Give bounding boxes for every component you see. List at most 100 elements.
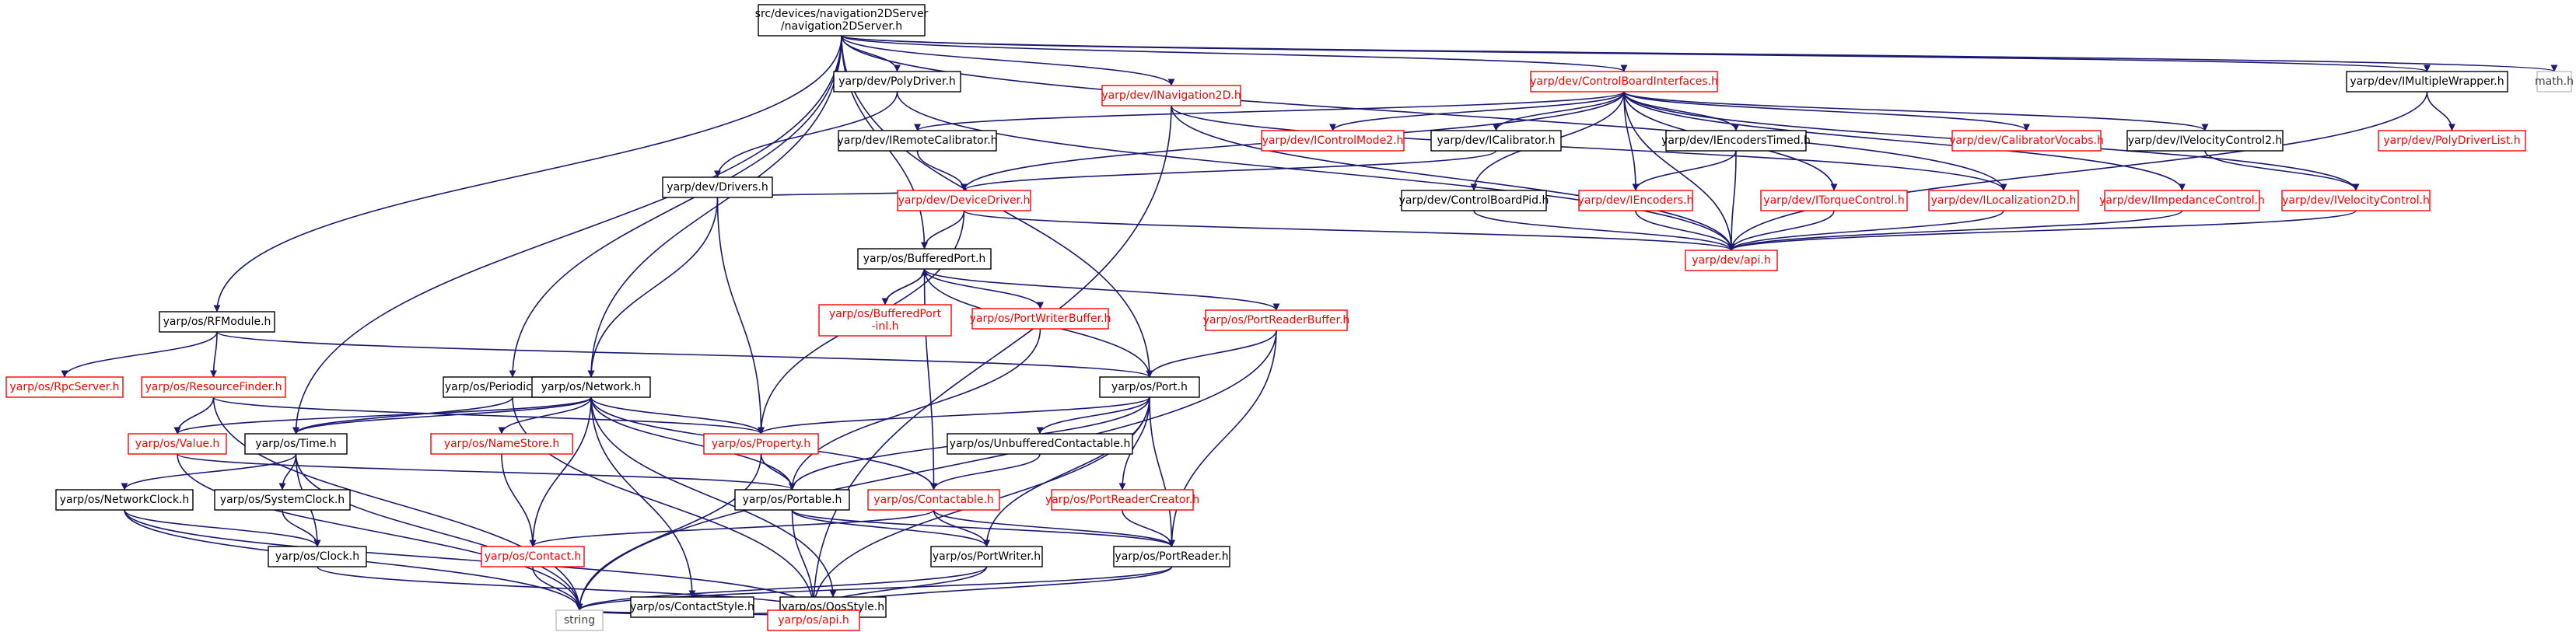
node-box [662,176,773,198]
edge-root-to-netw [587,35,842,378]
node-label: yarp/os/NetworkClock.h [60,494,190,506]
node-iremcal[interactable]: yarp/dev/IRemoteCalibrator.h [837,130,998,152]
edge-devdrv-to-devapi [963,210,1735,251]
node-bportinl[interactable]: yarp/os/BufferedPort-inl.h [818,304,952,337]
node-label: yarp/dev/CalibratorVocabs.h [1949,134,2104,147]
node-cstyle[interactable]: yarp/os/ContactStyle.h [630,596,754,618]
node-clock[interactable]: yarp/os/Clock.h [268,546,367,567]
node-ienct[interactable]: yarp/dev/IEncodersTimed.h [1661,130,1811,152]
node-label: yarp/os/PortReaderBuffer.h [1203,314,1350,326]
node-netclk[interactable]: yarp/os/NetworkClock.h [55,489,194,511]
node-label: yarp/os/NameStore.h [444,438,559,450]
node-contact[interactable]: yarp/os/Contact.h [481,546,585,567]
node-polydriver[interactable]: yarp/dev/PolyDriver.h [833,71,961,93]
node-icm2[interactable]: yarp/dev/IControlMode2.h [1261,130,1405,152]
node-rpcs[interactable]: yarp/os/RpcServer.h [5,376,124,398]
node-calvoc[interactable]: yarp/dev/CalibratorVocabs.h [1949,130,2104,152]
node-unbuf[interactable]: yarp/os/UnbufferedContactable.h [947,433,1133,455]
edge-time-to-netclk [121,453,297,491]
node-box [630,596,754,618]
node-label: yarp/dev/IVelocityControl.h [2282,194,2430,207]
node-box [1099,376,1200,398]
node-contable[interactable]: yarp/os/Contactable.h [867,489,1000,511]
node-label: yarp/os/Time.h [255,438,336,450]
edge-port-to-prc [1118,396,1150,491]
edge-imw-to-pdl [2426,91,2455,131]
node-mathh[interactable]: math.h [2535,71,2574,93]
edge-cbi-to-iremcal [914,91,1625,131]
node-netw[interactable]: yarp/os/Network.h [531,376,651,398]
edge-ical-to-devdrv [961,150,1497,191]
node-label: yarp/dev/IRemoteCalibrator.h [837,134,997,147]
node-ical[interactable]: yarp/dev/ICalibrator.h [1430,130,1562,152]
node-root[interactable]: src/devices/navigation2DServer/navigatio… [755,4,929,37]
node-sysclk[interactable]: yarp/os/SystemClock.h [214,489,351,511]
node-string[interactable]: string [555,609,604,631]
node-itc[interactable]: yarp/dev/ITorqueControl.h [1760,190,1908,211]
node-label: yarp/os/PortReaderCreator.h [1045,494,1199,506]
node-box [1113,546,1230,567]
node-label: yarp/dev/Drivers.h [667,181,768,194]
node-ivc2[interactable]: yarp/dev/IVelocityControl2.h [2126,130,2284,152]
node-box [244,433,348,455]
node-devdrv[interactable]: yarp/dev/DeviceDriver.h [897,190,1031,211]
edge-ienct-to-devapi [1727,150,1737,251]
edge-devdrv-to-bport [921,210,965,250]
node-label: yarp/os/Property.h [712,438,810,450]
edge-pwb-to-portable [789,328,1041,491]
node-cbpid[interactable]: yarp/dev/ControlBoardPid.h [1399,190,1549,211]
node-bport[interactable]: yarp/os/BufferedPort.h [857,248,992,270]
node-box [1205,309,1348,331]
node-label: yarp/os/Contact.h [485,550,582,563]
edge-bport-to-prb [923,268,1280,311]
edge-prb-to-port [1146,330,1277,378]
node-ivc[interactable]: yarp/dev/IVelocityControl.h [2281,190,2431,211]
edge-ienct-to-ienc [1632,150,1737,191]
edge-iloc-to-devapi [1727,210,2004,251]
edge-contable-to-contact [529,509,935,547]
node-pdl[interactable]: yarp/dev/PolyDriverList.h [2378,130,2526,152]
node-portable[interactable]: yarp/os/Portable.h [734,489,850,511]
edge-itc-to-devapi [1727,210,1835,251]
node-box [1430,130,1562,152]
node-port[interactable]: yarp/os/Port.h [1099,376,1200,398]
edge-netclk-to-clock [124,509,321,547]
node-value[interactable]: yarp/os/Value.h [128,433,227,455]
node-drivers[interactable]: yarp/dev/Drivers.h [662,176,773,198]
node-prb[interactable]: yarp/os/PortReaderBuffer.h [1203,309,1350,331]
node-ienc[interactable]: yarp/dev/IEncoders.h [1578,190,1694,211]
node-pwriter[interactable]: yarp/os/PortWriter.h [930,546,1043,567]
node-label: yarp/dev/PolyDriverList.h [2383,134,2520,147]
node-resf[interactable]: yarp/os/ResourceFinder.h [141,376,286,398]
node-iloc[interactable]: yarp/dev/ILocalization2D.h [1928,190,2079,211]
edge-rfmod-to-rpcs [61,331,218,378]
node-box [1951,130,2102,152]
node-label: yarp/dev/IMultipleWrapper.h [2350,75,2504,88]
node-nstore[interactable]: yarp/os/NameStore.h [430,433,573,455]
node-box [2104,190,2260,211]
node-box [857,248,992,270]
node-label: yarp/dev/ITorqueControl.h [1763,194,1904,207]
edge-bportinl-to-bport [884,268,928,306]
node-box [1530,71,1718,93]
node-inav2d[interactable]: yarp/dev/INavigation2D.h [1101,85,1241,106]
node-cbi[interactable]: yarp/dev/ControlBoardInterfaces.h [1530,71,1718,93]
node-prop[interactable]: yarp/os/Property.h [703,433,819,455]
node-preader[interactable]: yarp/os/PortReader.h [1113,546,1230,567]
node-devapi[interactable]: yarp/dev/api.h [1685,250,1778,271]
node-time[interactable]: yarp/os/Time.h [244,433,348,455]
node-label: yarp/dev/ControlBoardPid.h [1399,194,1549,207]
node-imw[interactable]: yarp/dev/IMultipleWrapper.h [2346,71,2508,93]
node-pwb[interactable]: yarp/os/PortWriterBuffer.h [970,308,1111,330]
node-box [1685,250,1778,271]
node-box [531,376,651,398]
edge-prb-to-preader [1168,330,1277,547]
edge-root-to-inav2d [841,35,1175,86]
edge-rfmod-to-port [216,331,1153,378]
node-iimp[interactable]: yarp/dev/IImpedanceControl.h [2099,190,2265,211]
node-osapi[interactable]: yarp/os/api.h [767,609,860,631]
node-label: yarp/os/ContactStyle.h [630,601,754,613]
edge-netw-to-cstyle [590,396,696,598]
node-prc[interactable]: yarp/os/PortReaderCreator.h [1045,489,1199,511]
node-rfmod[interactable]: yarp/os/RFModule.h [159,311,275,333]
